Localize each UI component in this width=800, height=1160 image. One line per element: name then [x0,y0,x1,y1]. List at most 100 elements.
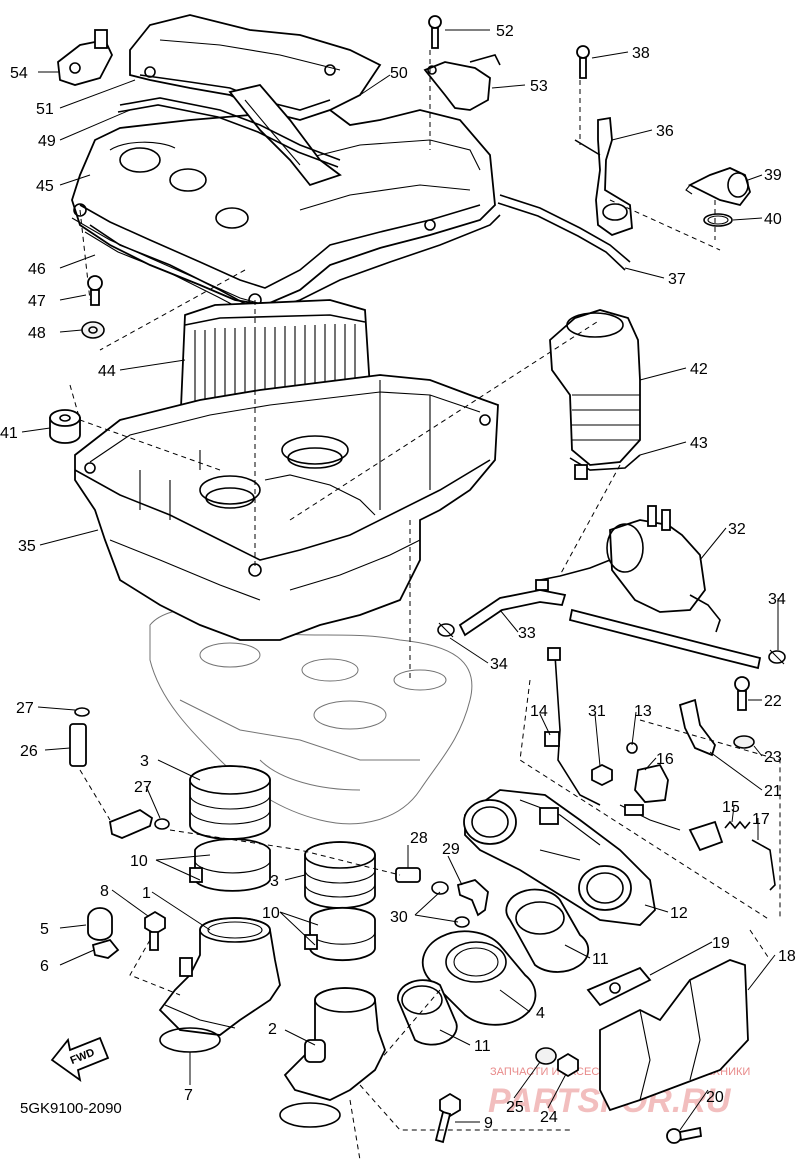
bracket-19 [586,966,652,1007]
damper-41 [49,409,81,444]
clip-27a [74,707,90,717]
screw-52 [428,15,442,49]
joint-11b [397,979,458,1046]
nut-24 [557,1052,579,1078]
clip-6 [91,938,120,959]
callout-17: 17 [752,811,770,828]
intake-joint-4 [421,930,537,1026]
callout-46: 46 [28,261,46,278]
callout-14: 14 [530,703,548,720]
callout-10-top: 10 [130,853,148,870]
callout-27-bottom: 27 [134,779,152,796]
washer-25 [535,1047,557,1065]
callout-45: 45 [36,178,54,195]
callout-39: 39 [764,167,782,184]
callout-4: 4 [536,1005,545,1022]
throttle-sensor-16 [619,742,681,831]
callout-40: 40 [764,211,782,228]
o-ring-40 [703,213,733,227]
gasket-37 [497,194,631,271]
callout-11-left: 11 [474,1038,491,1055]
o-ring-7b [279,1102,341,1128]
cover-18 [599,959,749,1112]
callout-10-mid: 10 [262,905,280,922]
spring-15 [724,820,751,830]
intake-manifold-2 [283,987,386,1101]
callout-13: 13 [634,703,652,720]
clip-27b [154,818,170,830]
link-17 [688,820,776,891]
callout-30: 30 [390,909,408,926]
leader-lines [21,29,779,1131]
callout-15: 15 [722,799,740,816]
fwd-arrow: FWD [50,1036,110,1083]
nut-31 [591,763,613,787]
diagram-code: 5GK9100-2090 [20,1100,122,1117]
plug-stub [108,808,154,839]
callout-52: 52 [496,23,514,40]
bolt-9 [434,1092,461,1144]
callout-12: 12 [670,905,688,922]
callout-31: 31 [588,703,606,720]
cable-14 [544,647,601,806]
washer-23 [733,735,755,749]
callout-24: 24 [540,1109,558,1126]
callout-11-right: 11 [592,951,609,968]
callout-3-mid: 3 [270,873,279,890]
throttle-body-12 [463,789,656,926]
callout-26: 26 [20,743,38,760]
washer-48 [81,321,105,339]
callout-20: 20 [706,1089,724,1106]
callout-43: 43 [690,435,708,452]
callout-labels: 54 51 49 45 46 47 48 44 41 35 52 50 53 3… [0,23,796,1132]
hose-clamp-43 [569,454,641,480]
callout-54: 54 [10,65,28,82]
hose-canister-long [539,559,762,670]
joint-11a [505,888,590,973]
callout-53: 53 [530,78,548,95]
callout-7: 7 [184,1087,193,1104]
callout-23: 23 [764,749,782,766]
callout-9: 9 [484,1115,493,1132]
intake-hose-42 [549,309,641,466]
callout-35: 35 [18,538,36,555]
sensor-bracket-36 [574,116,633,237]
joint-band-3b [304,841,376,909]
cover-seal-strip [117,97,341,168]
callout-47: 47 [28,293,46,310]
screw-38 [576,45,590,79]
callout-49: 49 [38,133,56,150]
intake-manifold-1 [158,917,281,1036]
sensor-part-54 [57,29,114,86]
bolt-8 [144,910,166,951]
callout-37: 37 [668,271,686,288]
tube-26 [69,723,87,767]
callout-41: 41 [0,425,18,442]
callout-34-left: 34 [490,656,508,673]
callout-19: 19 [712,935,730,952]
callout-8: 8 [100,883,109,900]
hose-clip-34a [768,649,786,665]
callout-33: 33 [518,625,536,642]
hose-33 [458,589,567,637]
callout-34-right: 34 [768,591,786,608]
callout-38: 38 [632,45,650,62]
bracket-21 [678,698,716,757]
clamp-10b [304,906,376,962]
callout-3-top: 3 [140,753,149,770]
hose-clip-34b [437,622,455,638]
callout-22: 22 [764,693,782,710]
air-box-case [74,374,499,641]
canister-32 [606,505,721,633]
bolt-22 [734,676,750,711]
callout-32: 32 [728,521,746,538]
callout-18: 18 [778,948,796,965]
callout-5: 5 [40,921,49,938]
callout-36: 36 [656,123,674,140]
cap-5 [87,907,113,941]
hose-29 [456,878,489,917]
callout-27-top: 27 [16,700,34,717]
clamp-10a [189,838,271,892]
callout-29: 29 [442,841,460,858]
joint-band-3a [189,765,271,840]
